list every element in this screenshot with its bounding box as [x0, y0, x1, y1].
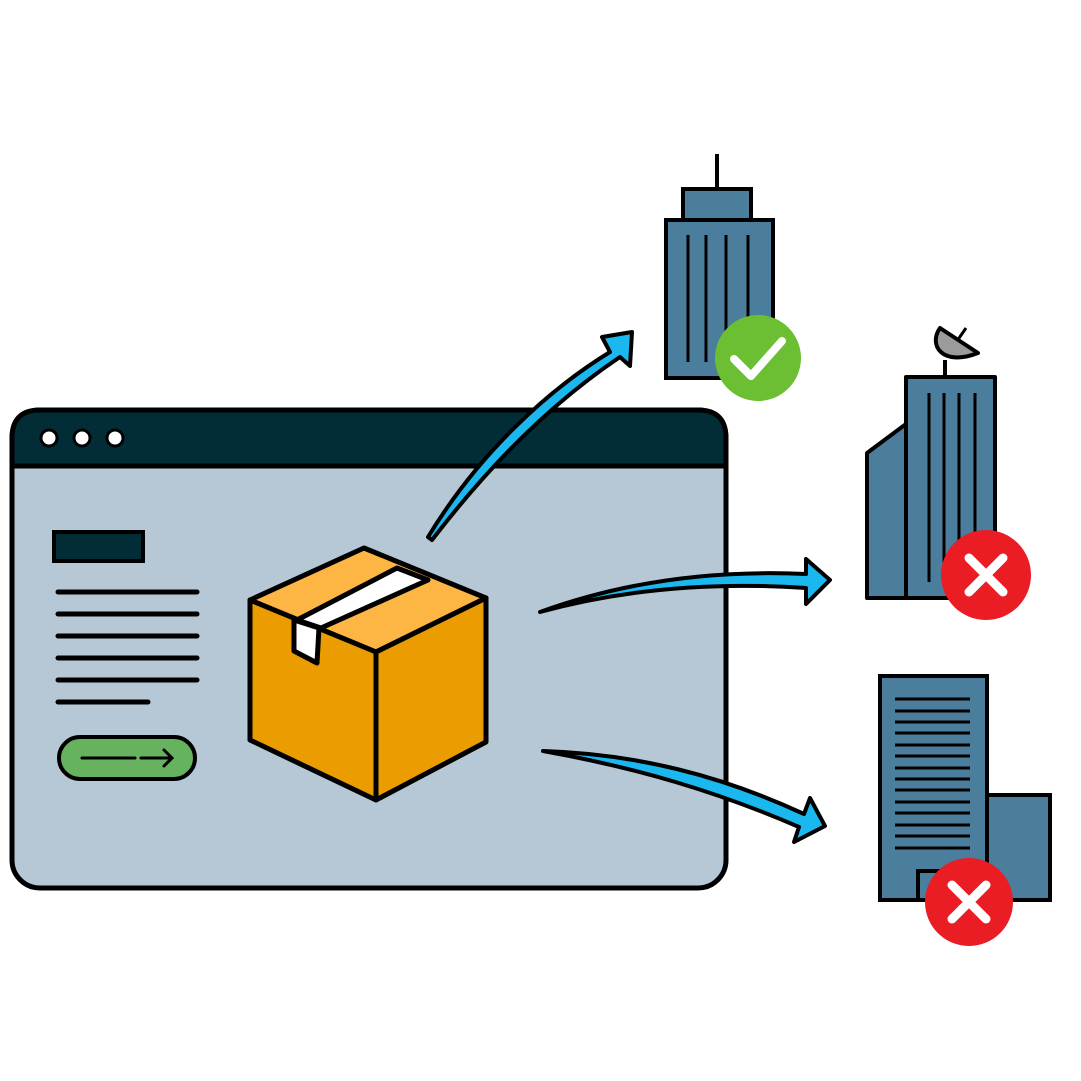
delivery-arrows — [426, 330, 832, 844]
arrow-to-skyscraper — [426, 330, 634, 542]
antenna-building — [865, 326, 997, 600]
checkmark-icon — [715, 315, 801, 401]
arrow-to-office-building — [541, 749, 827, 844]
window-title-bar — [9, 407, 729, 469]
window-dot-icon[interactable] — [105, 428, 125, 448]
text-lines — [55, 589, 200, 705]
heading-placeholder — [52, 530, 145, 563]
window-dot-icon[interactable] — [39, 428, 59, 448]
satellite-dish-icon — [933, 326, 980, 360]
package-box-icon — [247, 545, 489, 803]
arrow-right-icon — [139, 748, 175, 768]
arrow-to-antenna-building — [538, 557, 832, 614]
window-dot-icon[interactable] — [72, 428, 92, 448]
cross-icon — [941, 530, 1031, 620]
cross-icon — [925, 858, 1013, 946]
submit-button[interactable] — [57, 735, 197, 781]
